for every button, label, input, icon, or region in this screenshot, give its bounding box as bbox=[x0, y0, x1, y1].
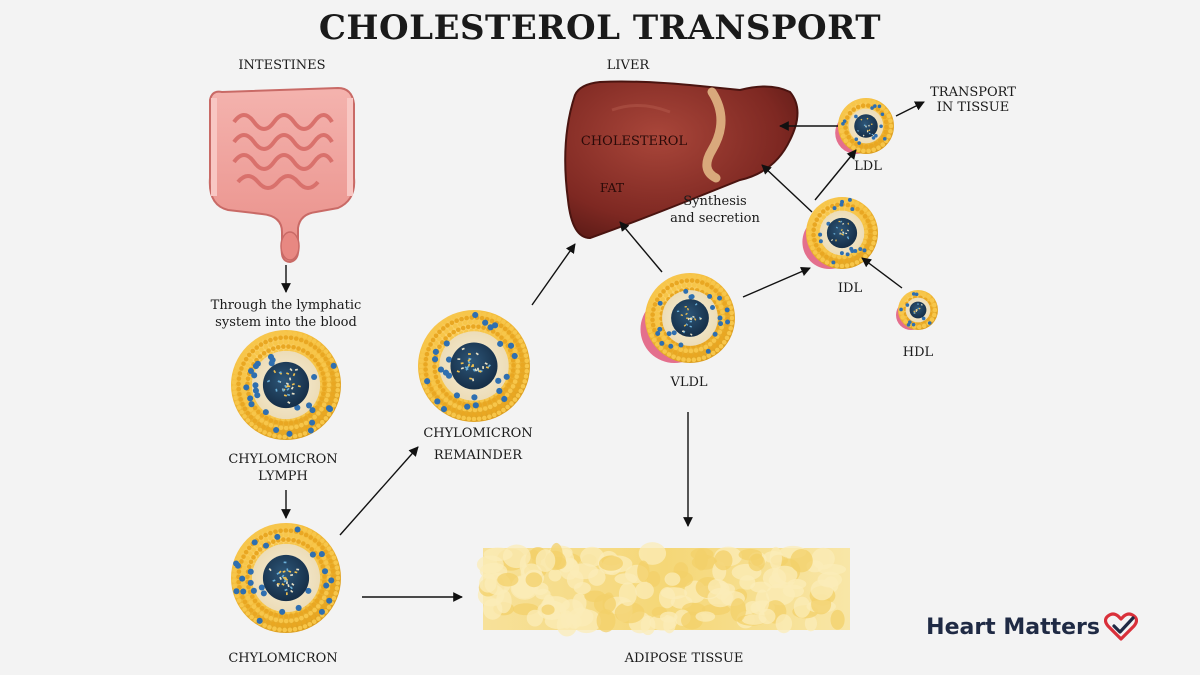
fat-cell bbox=[640, 615, 656, 636]
fat-cell bbox=[637, 560, 650, 583]
label-liver: LIVER bbox=[606, 58, 650, 73]
particle-chylomicron bbox=[231, 523, 341, 633]
label-chylo-lymph-line1: CHYLOMICRON bbox=[228, 452, 338, 467]
liver-illustration bbox=[564, 80, 799, 240]
arrow-vldl-to-idl bbox=[742, 267, 811, 298]
label-lymph-line2: system into the blood bbox=[215, 315, 357, 330]
fat-cell bbox=[646, 571, 661, 587]
label-lymph-line1: Through the lymphatic bbox=[210, 298, 362, 313]
fat-cell bbox=[830, 609, 845, 630]
adipose-tissue-illustration bbox=[476, 542, 850, 637]
fat-cell bbox=[695, 611, 716, 622]
fat-cell bbox=[758, 608, 776, 625]
label-chylomicron: CHYLOMICRON bbox=[228, 651, 338, 666]
fat-cell bbox=[635, 581, 654, 600]
fat-cell bbox=[497, 572, 519, 587]
label-chylomicron-lymph: CHYLOMICRON LYMPH bbox=[218, 451, 348, 485]
fat-cell bbox=[775, 614, 793, 634]
fat-cell bbox=[707, 578, 727, 595]
particle-idl bbox=[802, 197, 878, 269]
fat-cell bbox=[810, 579, 834, 601]
fat-cell bbox=[525, 572, 543, 588]
particle-hdl bbox=[896, 290, 938, 330]
fat-cell bbox=[738, 548, 763, 561]
label-synthesis-line1: Synthesis bbox=[683, 194, 747, 209]
arrow-hdl-to-idl bbox=[861, 257, 903, 289]
fat-cell bbox=[598, 555, 624, 571]
label-chylo-lymph-line2: LYMPH bbox=[258, 469, 308, 484]
label-transport-in-tissue: TRANSPORT IN TISSUE bbox=[918, 85, 1028, 115]
fat-cell bbox=[790, 548, 813, 573]
particle-chylomicron-lymph bbox=[231, 330, 341, 440]
fat-cell bbox=[584, 590, 606, 603]
fat-cell bbox=[596, 609, 616, 633]
fat-cell bbox=[714, 550, 733, 571]
fat-cell bbox=[479, 573, 497, 593]
fat-cell bbox=[659, 611, 678, 623]
diagram-title: CHOLESTEROL TRANSPORT bbox=[318, 8, 882, 48]
fat-cell bbox=[482, 598, 503, 620]
arrow-remainder-to-liver bbox=[531, 243, 576, 306]
fat-cell bbox=[769, 546, 782, 571]
label-adipose-tissue: ADIPOSE TISSUE bbox=[624, 651, 744, 666]
fat-cell bbox=[817, 563, 847, 575]
particle-chylomicron-remainder bbox=[418, 310, 530, 422]
fat-cell bbox=[730, 598, 747, 622]
label-chylo-rem-line1: CHYLOMICRON bbox=[423, 426, 533, 441]
fat-cell bbox=[548, 568, 562, 582]
label-cholesterol: CHOLESTEROL bbox=[580, 134, 688, 149]
intestines-illustration bbox=[208, 86, 356, 264]
fat-cell bbox=[618, 582, 637, 607]
arrow-idl-to-ldl bbox=[814, 149, 857, 201]
label-synthesis-line2: and secretion bbox=[670, 211, 760, 226]
heart-matters-logo: Heart Matters bbox=[926, 612, 1138, 642]
fat-cell bbox=[787, 578, 807, 590]
fat-cell bbox=[804, 615, 817, 632]
label-lymphatic-system: Through the lymphatic system into the bl… bbox=[196, 297, 376, 331]
fat-cell bbox=[571, 609, 602, 634]
fat-cell bbox=[560, 610, 573, 629]
arrow-ldl-to-tissue bbox=[895, 101, 925, 117]
label-idl: IDL bbox=[837, 281, 863, 296]
fat-cell bbox=[541, 604, 555, 615]
label-ldl: LDL bbox=[854, 159, 882, 174]
label-synthesis-secretion: Synthesis and secretion bbox=[660, 193, 770, 227]
label-intestines: INTESTINES bbox=[238, 58, 326, 73]
particle-ldl bbox=[835, 98, 894, 154]
label-chylomicron-remainder: CHYLOMICRON REMAINDER bbox=[413, 423, 543, 467]
label-vldl: VLDL bbox=[670, 375, 708, 390]
fat-cell bbox=[739, 575, 756, 590]
fat-cell bbox=[664, 572, 681, 586]
fat-cell bbox=[614, 601, 645, 624]
arrow-idl-to-liver bbox=[761, 164, 813, 213]
heart-check-icon bbox=[1104, 612, 1138, 641]
label-fat: FAT bbox=[599, 180, 625, 195]
arrows bbox=[281, 101, 925, 602]
fat-cell bbox=[660, 587, 688, 600]
arrow-chylomicron-to-remainder bbox=[339, 446, 419, 536]
fat-cell bbox=[535, 549, 556, 572]
label-chylo-rem-line2: REMAINDER bbox=[433, 448, 523, 463]
fat-cell bbox=[755, 589, 770, 613]
label-transport-line1: TRANSPORT bbox=[930, 85, 1016, 100]
brand-name: Heart Matters bbox=[926, 614, 1100, 640]
fat-cell bbox=[638, 542, 667, 565]
particle-vldl bbox=[640, 273, 735, 363]
fat-cell bbox=[793, 596, 811, 618]
arrow-vldl-to-liver bbox=[619, 221, 663, 273]
fat-cell bbox=[614, 573, 638, 585]
fat-cell bbox=[476, 555, 504, 574]
label-hdl: HDL bbox=[902, 345, 934, 360]
label-transport-line2: IN TISSUE bbox=[936, 100, 1010, 115]
fat-cell bbox=[771, 565, 798, 584]
fat-cell bbox=[569, 563, 599, 580]
fat-cell bbox=[694, 549, 708, 571]
fat-cell bbox=[502, 544, 531, 569]
fat-cell bbox=[580, 546, 605, 567]
fat-cell bbox=[573, 582, 591, 595]
